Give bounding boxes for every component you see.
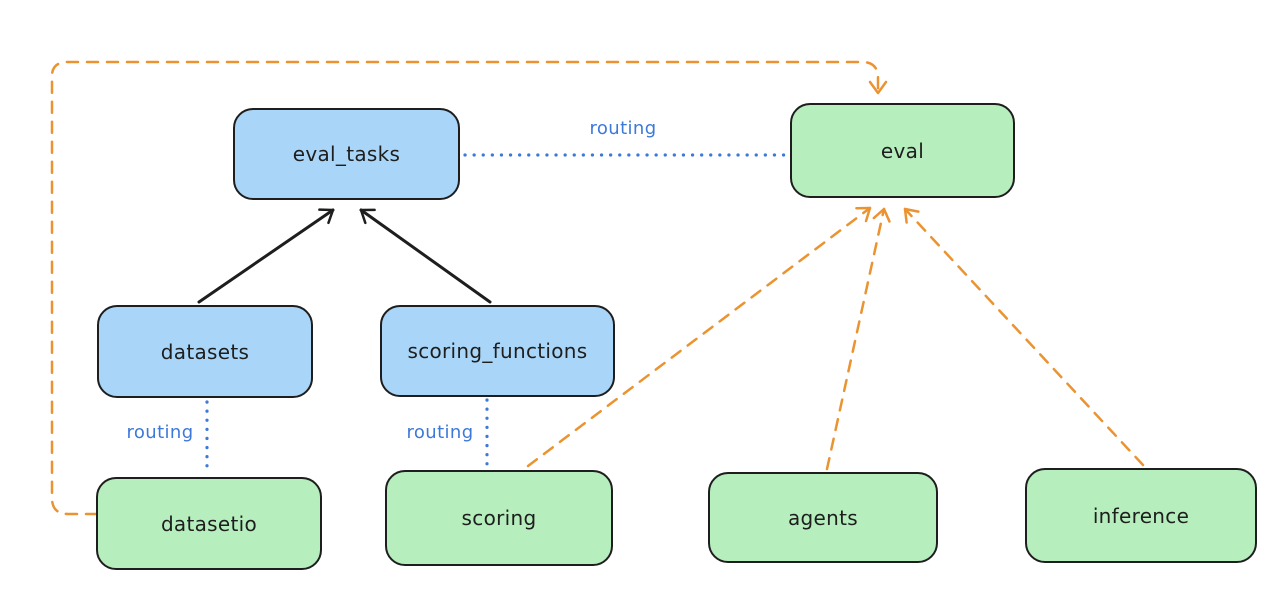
node-datasetio: datasetio [96, 477, 322, 570]
node-eval: eval [790, 103, 1015, 198]
node-agents: agents [708, 472, 938, 563]
edge-label-routing-scoring-functions-scoring: routing [406, 422, 474, 443]
edge-inference-eval [903, 207, 1145, 467]
node-label: datasetio [160, 511, 258, 536]
node-eval-tasks: eval_tasks [233, 108, 460, 200]
edge-datasets-eval-tasks [197, 208, 335, 304]
node-datasets: datasets [97, 305, 313, 398]
edge-scoring-functions-eval-tasks [359, 208, 492, 304]
node-scoring-functions: scoring_functions [380, 305, 615, 397]
node-inference: inference [1025, 468, 1257, 563]
node-label: eval_tasks [292, 142, 401, 166]
node-label: inference [1092, 503, 1190, 528]
node-label: datasets [160, 339, 250, 364]
node-label: eval [880, 138, 925, 163]
edge-label-routing-eval-tasks-eval: routing [589, 118, 657, 139]
node-label: scoring [461, 506, 537, 530]
edge-label-routing-datasets-datasetio: routing [126, 422, 194, 443]
node-label: agents [788, 505, 858, 530]
node-scoring: scoring [385, 470, 613, 566]
edge-agents-eval [825, 207, 891, 471]
edge-datasetio-eval [50, 60, 888, 516]
node-label: scoring_functions [407, 339, 588, 363]
edge-scoring-eval [526, 206, 872, 468]
